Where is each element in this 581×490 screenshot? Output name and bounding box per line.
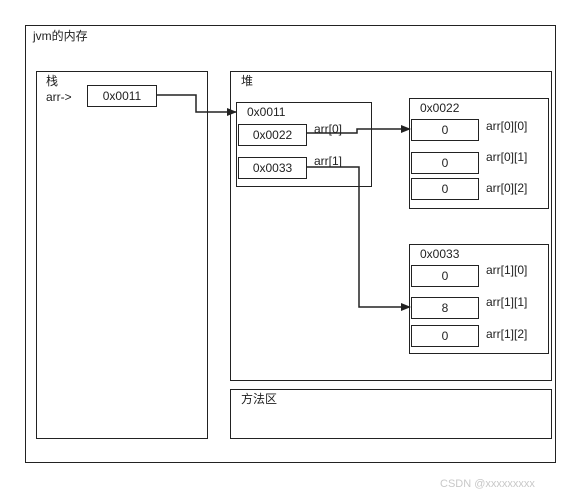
stack-title: 栈 [46, 74, 59, 88]
inner-array-0-cell-1: 0 [411, 152, 479, 174]
method-area-title: 方法区 [241, 392, 278, 406]
inner-array-0-cell-2-label: arr[0][2] [486, 181, 528, 195]
arrow-slot1-to-inner-array-1 [307, 166, 411, 311]
arrow-slot0-to-inner-array-0 [307, 125, 411, 134]
inner-array-0-cell-2: 0 [411, 178, 479, 200]
inner-array-0-cell-0-label: arr[0][0] [486, 119, 528, 133]
inner-array-0-cell-0: 0 [411, 119, 479, 141]
heap-title: 堆 [241, 74, 254, 88]
method-area-region [230, 389, 552, 439]
inner-array-0-address: 0x0022 [420, 101, 460, 115]
outer-array-slot-1: 0x0033 [238, 157, 307, 179]
inner-array-1-cell-2-label: arr[1][2] [486, 327, 528, 341]
stack-ref-label: arr-> [46, 90, 72, 104]
inner-array-1-cell-0-label: arr[1][0] [486, 263, 528, 277]
stack-ref-cell: 0x0011 [87, 85, 157, 107]
inner-array-1-address: 0x0033 [420, 247, 460, 261]
inner-array-1-cell-0: 0 [411, 265, 479, 287]
outer-array-slot-1-label: arr[1] [314, 154, 343, 168]
stack-region [36, 71, 208, 439]
inner-array-1-cell-1-label: arr[1][1] [486, 295, 528, 309]
outer-array-slot-0: 0x0022 [238, 124, 307, 146]
outer-array-address: 0x0011 [247, 105, 286, 119]
inner-array-0-cell-1-label: arr[0][1] [486, 150, 528, 164]
watermark: CSDN @xxxxxxxxx [440, 478, 535, 490]
jvm-memory-title: jvm的内存 [33, 29, 88, 43]
arrow-stack-to-outer-array [157, 94, 237, 116]
inner-array-1-cell-1: 8 [411, 297, 479, 319]
inner-array-1-cell-2: 0 [411, 325, 479, 347]
